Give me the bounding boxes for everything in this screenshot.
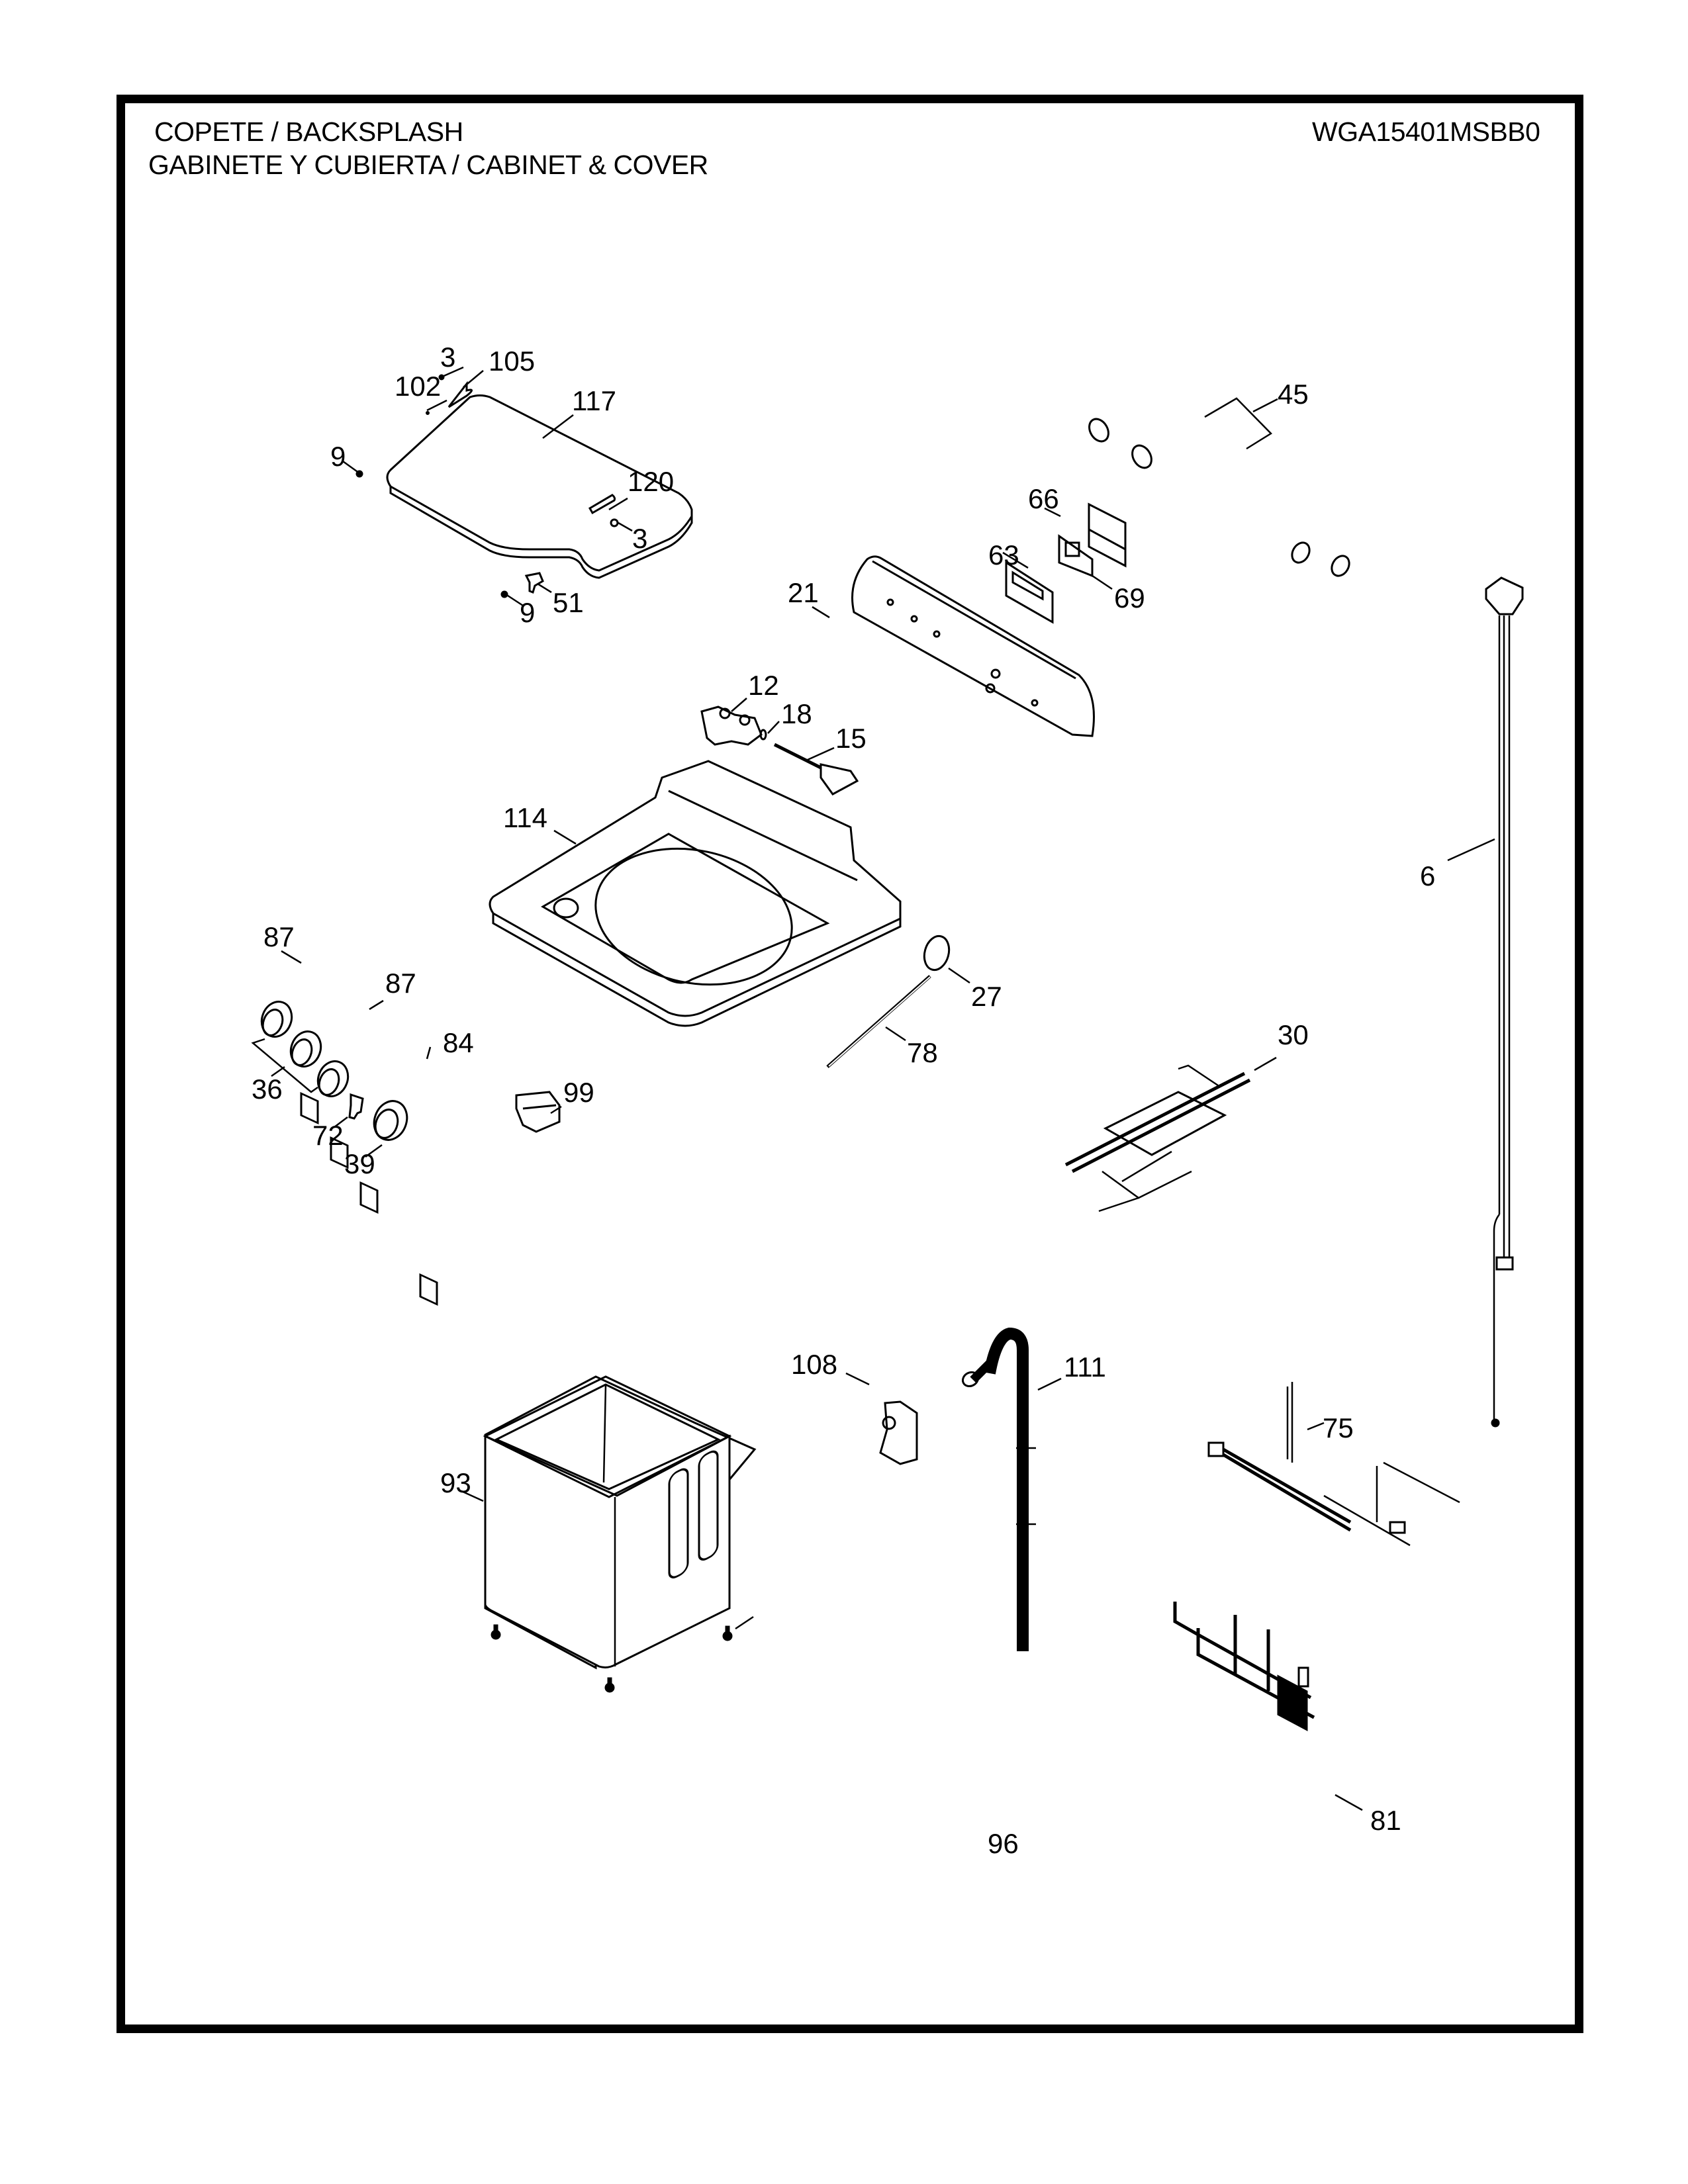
part-87-switch-a[interactable]: [300, 1091, 319, 1125]
callout-87-right[interactable]: 87: [385, 968, 416, 999]
part-51-actuator[interactable]: [524, 572, 544, 594]
callout-63[interactable]: 63: [988, 539, 1019, 570]
part-78-pressure-tube[interactable]: [826, 975, 931, 1068]
part-108-pump-bracket[interactable]: [879, 1400, 918, 1465]
part-9-bumper-lower[interactable]: [500, 590, 508, 598]
callout-120[interactable]: 120: [628, 466, 674, 497]
part-21-backsplash[interactable]: [851, 555, 1095, 737]
callout-66[interactable]: 66: [1028, 483, 1059, 514]
callout-93[interactable]: 93: [440, 1467, 471, 1498]
callout-96[interactable]: 96: [988, 1828, 1019, 1859]
part-105-hinge[interactable]: [447, 381, 473, 408]
diagram-frame: [117, 95, 1583, 2033]
callout-72[interactable]: 72: [312, 1120, 344, 1151]
callout-3-right[interactable]: 3: [632, 523, 647, 554]
callout-102[interactable]: 102: [395, 371, 441, 402]
callout-12[interactable]: 12: [748, 670, 779, 701]
part-6-power-cord[interactable]: [1485, 576, 1524, 1428]
part-66-bracket[interactable]: [1088, 502, 1127, 568]
part-87-switch-c[interactable]: [359, 1181, 379, 1214]
part-87-switch-b[interactable]: [330, 1136, 349, 1169]
callout-9-left[interactable]: 9: [330, 441, 346, 472]
section-title-backsplash: COPETE / BACKSPLASH: [154, 116, 463, 147]
callout-45[interactable]: 45: [1278, 379, 1309, 410]
section-title-cabinet-cover: GABINETE Y CUBIERTA / CABINET & COVER: [148, 150, 708, 180]
part-99-lid-switch[interactable]: [515, 1091, 561, 1133]
callout-9-bottom[interactable]: 9: [520, 597, 535, 628]
part-18-clamp[interactable]: [759, 729, 767, 741]
callout-108[interactable]: 108: [791, 1349, 837, 1380]
part-111-drain-hose[interactable]: [961, 1327, 1036, 1651]
part-45-inlet-hoses[interactable]: [1086, 397, 1353, 578]
callout-27[interactable]: 27: [971, 981, 1002, 1012]
callout-18[interactable]: 18: [781, 698, 812, 729]
callout-99[interactable]: 99: [563, 1077, 594, 1108]
callout-69[interactable]: 69: [1114, 582, 1145, 614]
part-12-water-valve[interactable]: [700, 705, 763, 746]
callout-78[interactable]: 78: [907, 1037, 938, 1068]
callout-84[interactable]: 84: [443, 1027, 474, 1058]
callout-51[interactable]: 51: [553, 587, 584, 618]
model-number: WGA15401MSBB0: [1312, 116, 1540, 147]
callout-21[interactable]: 21: [788, 577, 819, 608]
part-114-top-cover[interactable]: [489, 760, 902, 1027]
part-30-wire-harness[interactable]: [1064, 1064, 1251, 1212]
part-84-switch[interactable]: [419, 1273, 438, 1306]
part-102-pin[interactable]: [426, 411, 430, 415]
part-72-switch[interactable]: [348, 1093, 364, 1120]
part-81-wire-harness[interactable]: [1173, 1602, 1315, 1731]
callout-39[interactable]: 39: [344, 1148, 375, 1179]
part-69-control-board[interactable]: [1058, 534, 1094, 578]
part-15-fill-tube[interactable]: [773, 743, 859, 796]
callout-111[interactable]: 111: [1064, 1351, 1106, 1383]
part-93-cabinet[interactable]: [483, 1375, 757, 1670]
part-120-hinge[interactable]: [588, 494, 616, 515]
callout-6[interactable]: 6: [1420, 860, 1435, 891]
part-3-nut[interactable]: [610, 518, 619, 527]
callout-105[interactable]: 105: [489, 345, 535, 377]
callout-87-left[interactable]: 87: [263, 921, 295, 952]
callout-75[interactable]: 75: [1323, 1412, 1354, 1443]
callout-30[interactable]: 30: [1278, 1019, 1309, 1050]
part-36-knobs[interactable]: [257, 997, 353, 1101]
callout-114[interactable]: 114: [503, 802, 547, 833]
part-96-leveling-legs[interactable]: [491, 1624, 733, 1693]
part-75-wire-harness[interactable]: [1207, 1382, 1460, 1547]
part-63-board-housing[interactable]: [1005, 561, 1054, 624]
part-27-pressure-switch[interactable]: [921, 933, 953, 973]
callout-3-top[interactable]: 3: [440, 341, 455, 373]
part-39-knob[interactable]: [369, 1097, 412, 1145]
callout-15[interactable]: 15: [835, 723, 867, 754]
callout-117[interactable]: 117: [572, 385, 616, 416]
callout-36[interactable]: 36: [252, 1073, 283, 1105]
callout-81[interactable]: 81: [1370, 1805, 1401, 1836]
